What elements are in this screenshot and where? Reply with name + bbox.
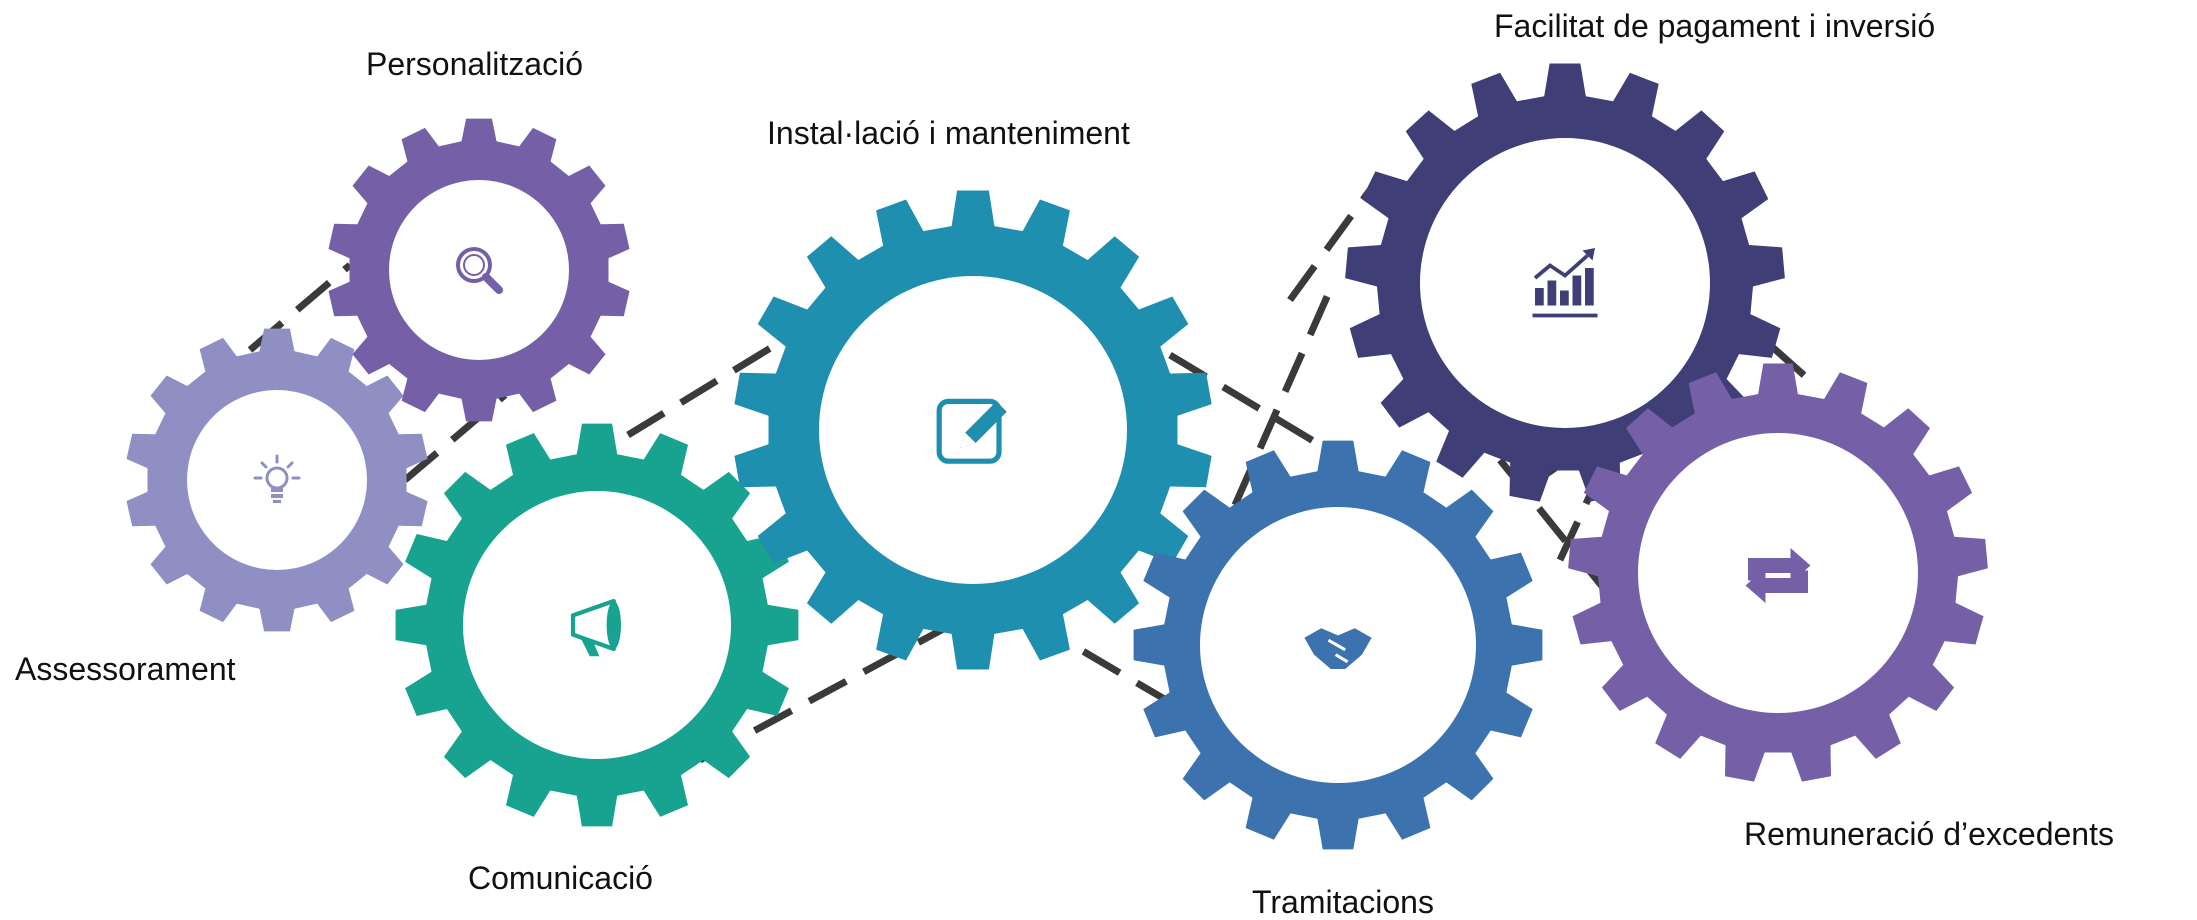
dashed-connector-line [626, 327, 802, 438]
magnifier-icon [456, 247, 503, 294]
handshake-icon [1304, 628, 1372, 669]
gear-personalitzacio [328, 118, 630, 422]
gear-hole [463, 491, 731, 759]
dashed-connector-line [1168, 351, 1347, 464]
label-facilitat: Facilitat de pagament i inversió [1494, 8, 1936, 44]
gear-hole [1420, 138, 1710, 428]
gear-installacio [734, 190, 1212, 670]
megaphone-icon [570, 598, 621, 657]
edit-icon [936, 398, 1007, 464]
gear-hole [389, 180, 569, 360]
gear-hole [187, 390, 367, 570]
label-tramitacions: Tramitacions [1252, 884, 1434, 920]
gear-tramitacions [1133, 440, 1543, 850]
lightbulb-icon [253, 454, 301, 503]
label-assessorament: Assessorament [15, 651, 236, 687]
dashed-connector-line [698, 616, 962, 764]
label-installacio: Instal·lació i manteniment [767, 115, 1130, 151]
label-comunicacio: Comunicació [468, 860, 653, 896]
dashed-connector-line [1287, 187, 1373, 303]
repeat-icon [1745, 548, 1811, 603]
gear-facilitat [1345, 63, 1785, 502]
gear-comunicacio [395, 423, 799, 827]
gear-remuneracio [1568, 363, 1988, 782]
gears-group [126, 63, 1988, 850]
gear-hole [1638, 433, 1918, 713]
gear-assessorament [126, 328, 428, 632]
growth-chart-icon [1532, 248, 1598, 318]
label-remuneracio: Remuneració d’excedents [1744, 816, 2114, 852]
dashed-connector-line [402, 392, 508, 483]
label-personalitzacio: Personalització [366, 46, 583, 82]
